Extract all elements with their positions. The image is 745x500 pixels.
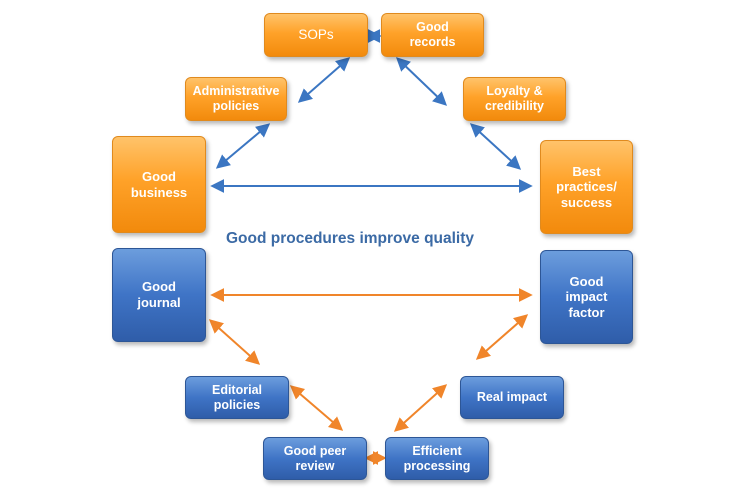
arrow-business-admin: [215, 123, 271, 169]
node-editorial-policies: Editorial policies: [185, 376, 289, 419]
node-best-practices: Best practices/ success: [540, 140, 633, 234]
arrow-real-efficient: [393, 384, 448, 432]
diagram-title: Good procedures improve quality: [225, 230, 475, 247]
arrow-admin-sops: [297, 57, 351, 103]
node-sops: SOPs: [264, 13, 368, 57]
node-good-records: Good records: [381, 13, 484, 57]
arrow-loyalty-best: [469, 123, 522, 170]
arrow-impact-real: [475, 314, 529, 360]
node-loyalty-credibility: Loyalty & credibility: [463, 77, 566, 121]
arrow-editorial-peer: [289, 385, 344, 431]
node-administrative-policies: Administrative policies: [185, 77, 287, 121]
arrow-journal-editorial: [208, 319, 261, 365]
node-good-peer-review: Good peer review: [263, 437, 367, 480]
node-good-impact-factor: Good impact factor: [540, 250, 633, 344]
node-good-business: Good business: [112, 136, 206, 233]
node-efficient-processing: Efficient processing: [385, 437, 489, 480]
arrow-records-loyalty: [395, 57, 448, 106]
node-real-impact: Real impact: [460, 376, 564, 419]
node-good-journal: Good journal: [112, 248, 206, 342]
